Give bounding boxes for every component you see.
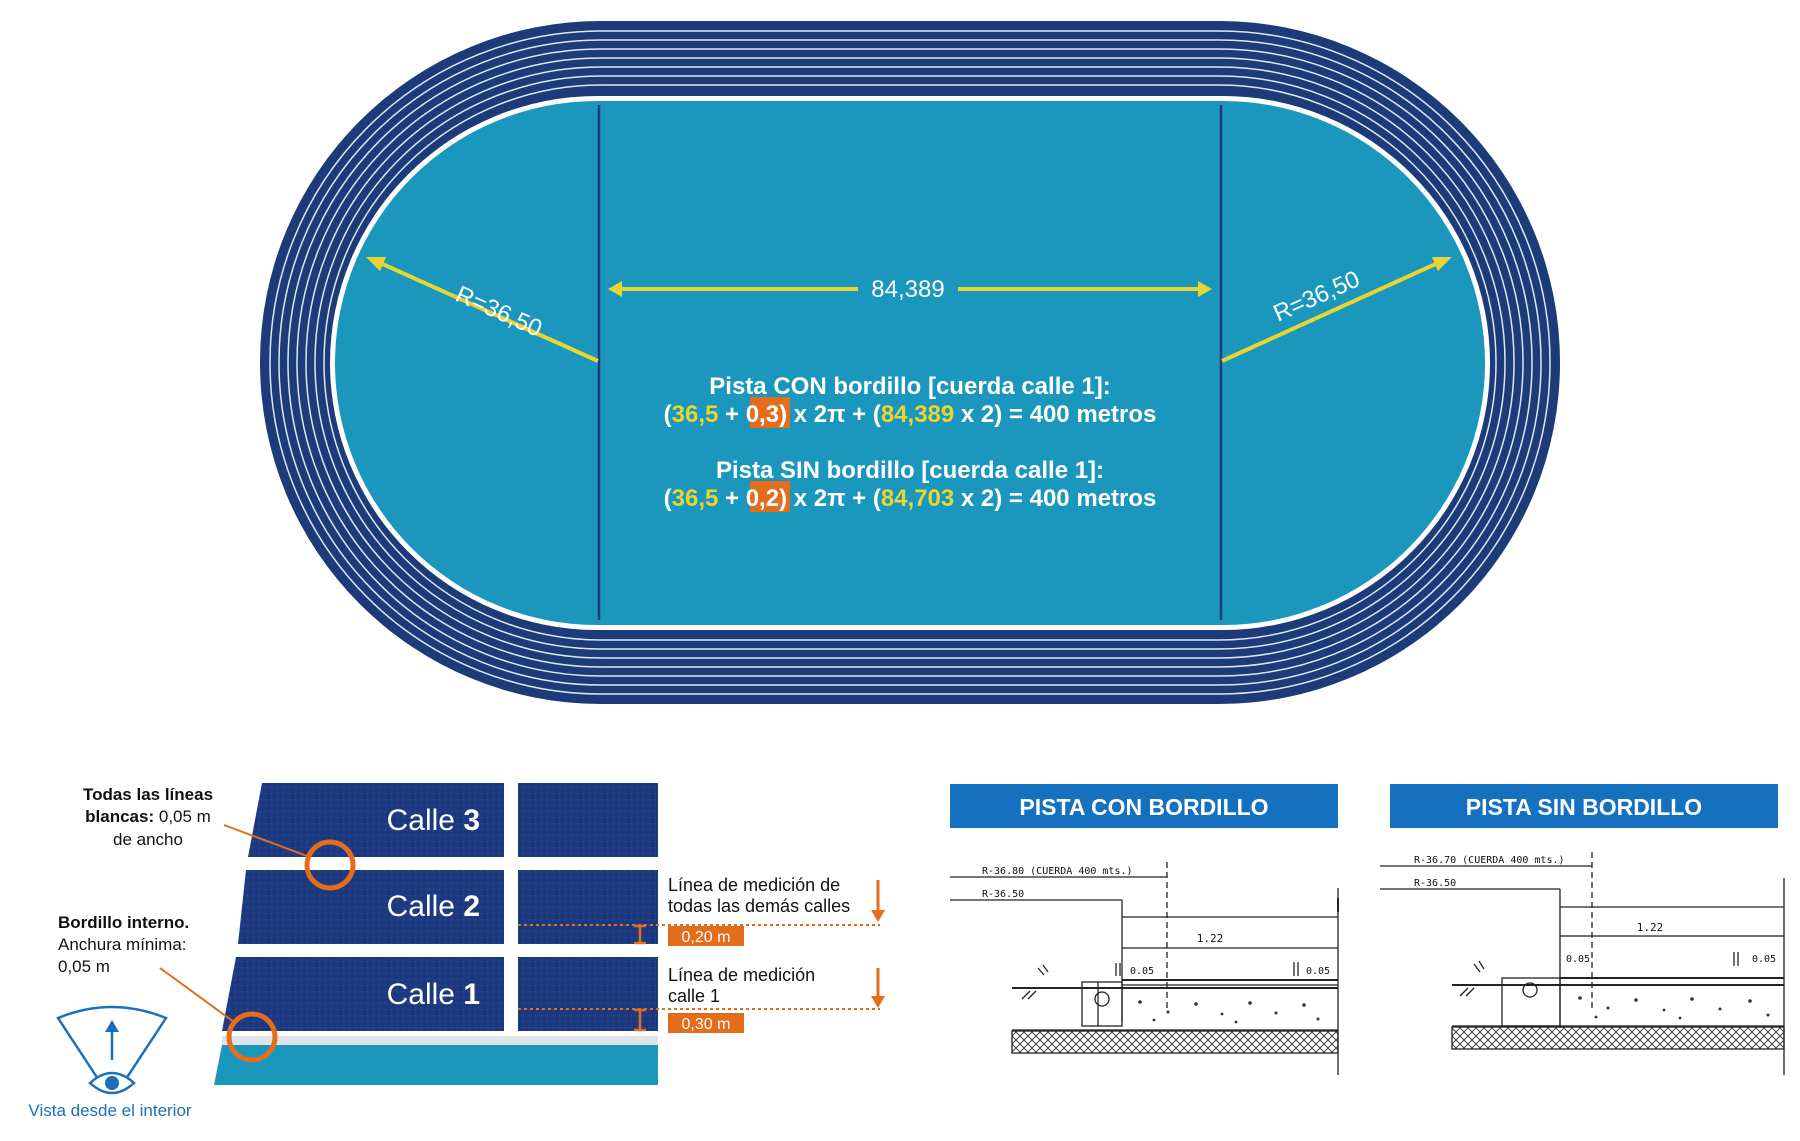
section-sin-width: 1.22 <box>1637 921 1664 934</box>
lane-lines <box>269 30 1551 695</box>
note-lines-rest: de ancho <box>113 830 183 849</box>
curb-marker <box>226 1011 278 1063</box>
lane-3-block <box>248 783 504 857</box>
note-lines-value: blancas: 0,05 m <box>85 807 211 826</box>
section-con-dim-right: 0.05 <box>1306 966 1330 977</box>
formula-con-title: Pista CON bordillo [cuerda calle 1]: <box>709 373 1110 400</box>
formula-sin: (36,5 + 0,2) x 2π + (84,703 x 2) = 400 m… <box>664 485 1157 512</box>
section-con-header <box>950 784 1338 828</box>
section-sin-header <box>1390 784 1778 828</box>
offset-highlight-con <box>750 397 790 428</box>
lane-3-label: Calle 3 <box>387 804 480 837</box>
lane-2-block-right <box>518 870 658 944</box>
section-sin-title: PISTA SIN BORDILLO <box>1466 794 1702 820</box>
lane-1-block-right <box>518 957 658 1031</box>
offset-highlight-sin <box>750 481 790 512</box>
section-sin-dim-right: 0.05 <box>1752 954 1776 965</box>
section-con-dim-left: 0.05 <box>1130 966 1154 977</box>
note-curb-line2: 0,05 m <box>58 957 110 976</box>
radius-arrow-right <box>1221 257 1452 363</box>
section-sin-r-base: R-36.50 <box>1414 878 1456 889</box>
lane-2-label: Calle 2 <box>387 890 480 923</box>
section-con-r-cuerda: R-36.80 (CUERDA 400 mts.) <box>982 866 1133 877</box>
measure-other-line1: Línea de medición de <box>668 875 840 895</box>
infield <box>335 101 1485 625</box>
measure-lane1-line1: Línea de medición <box>668 965 815 985</box>
formula-sin-title: Pista SIN bordillo [cuerda calle 1]: <box>716 457 1104 484</box>
measure-other-badge <box>668 926 744 946</box>
athletics-track: R=36,50 R=36,50 84,389 Pista CON bordill… <box>260 21 1560 704</box>
note-lines-leader <box>223 824 308 857</box>
radius-arrow-left <box>366 257 599 363</box>
section-con-drawing <box>950 862 1339 1075</box>
measure-other-bracket <box>634 924 646 945</box>
lane-3-block-right <box>518 783 658 857</box>
measure-other-line2: todas las demás calles <box>668 896 850 916</box>
measure-lane1-badge <box>668 1013 744 1033</box>
white-line-marker <box>304 839 356 891</box>
straight-arrow <box>608 281 1212 297</box>
eye-view-icon <box>56 1005 168 1095</box>
note-curb-line1: Anchura mínima: <box>58 935 187 954</box>
lane-2-block <box>238 870 504 944</box>
formula-con: (36,5 + 0,3) x 2π + (84,389 x 2) = 400 m… <box>664 401 1157 428</box>
section-con-aggregate <box>1138 1000 1320 1024</box>
note-lines-title: Todas las líneas <box>83 785 213 804</box>
lane-1-label: Calle 1 <box>387 978 480 1011</box>
measure-lane1-value: 0,30 m <box>682 1016 731 1033</box>
section-con-bordillo: PISTA CON BORDILLO <box>950 784 1339 1075</box>
measure-lane1-arrow <box>871 968 885 1008</box>
lane-1-block <box>222 957 504 1031</box>
lanes-detail: Calle 3 Calle 2 Calle 1 Todas las líneas… <box>28 783 885 1120</box>
measure-lane1-line2: calle 1 <box>668 986 720 1006</box>
infield-strip <box>214 1045 658 1085</box>
view-caption: Vista desde el interior <box>28 1101 192 1120</box>
section-sin-aggregate <box>1578 996 1770 1020</box>
curb-strip <box>222 1036 658 1045</box>
section-sin-drawing <box>1380 852 1785 1075</box>
note-curb-leader <box>159 967 235 1023</box>
straight-length-label: 84,389 <box>871 276 944 303</box>
section-sin-dim-left: 0.05 <box>1566 954 1590 965</box>
measure-lane1-bracket <box>634 1008 646 1032</box>
section-sin-r-cuerda: R-36.70 (CUERDA 400 mts.) <box>1414 855 1565 866</box>
section-con-width: 1.22 <box>1197 932 1224 945</box>
measure-other-arrow <box>871 880 885 922</box>
section-sin-bordillo: PISTA SIN BORDILLO <box>1380 784 1785 1075</box>
section-con-title: PISTA CON BORDILLO <box>1019 794 1268 820</box>
note-curb-title: Bordillo interno. <box>58 913 189 932</box>
section-con-r-base: R-36.50 <box>982 889 1024 900</box>
measure-other-value: 0,20 m <box>682 929 731 946</box>
